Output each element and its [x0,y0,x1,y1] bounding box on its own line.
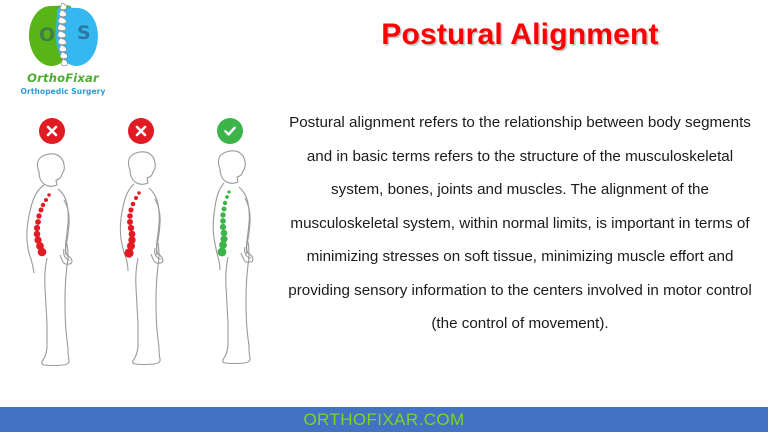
logo-mark: O S [17,2,109,70]
posture-figure-2 [95,118,187,370]
logo-letter-s: S [77,22,91,44]
cross-icon [39,118,65,144]
body-paragraph: Postural alignment refers to the relatio… [288,114,752,332]
cross-icon [128,118,154,144]
body-silhouette-2 [95,148,187,370]
logo-letter-o: O [39,24,56,46]
logo-brand-name: OrthoFixar [27,71,99,85]
logo[interactable]: O S OrthoFixar Orthopedic Surgery [8,2,118,104]
body-silhouette-1 [6,148,98,370]
body-silhouette-3 [184,148,276,370]
logo-tagline: Orthopedic Surgery [20,87,106,96]
page-title: Postural Alignment [381,18,659,51]
posture-figure-3 [184,118,276,370]
posture-figures-group [0,118,282,378]
posture-figure-1 [6,118,98,370]
footer-website-label[interactable]: ORTHOFIXAR.COM [303,409,465,429]
spine-icon [57,2,68,67]
footer-bar: ORTHOFIXAR.COM [0,407,768,432]
check-icon [217,118,243,144]
